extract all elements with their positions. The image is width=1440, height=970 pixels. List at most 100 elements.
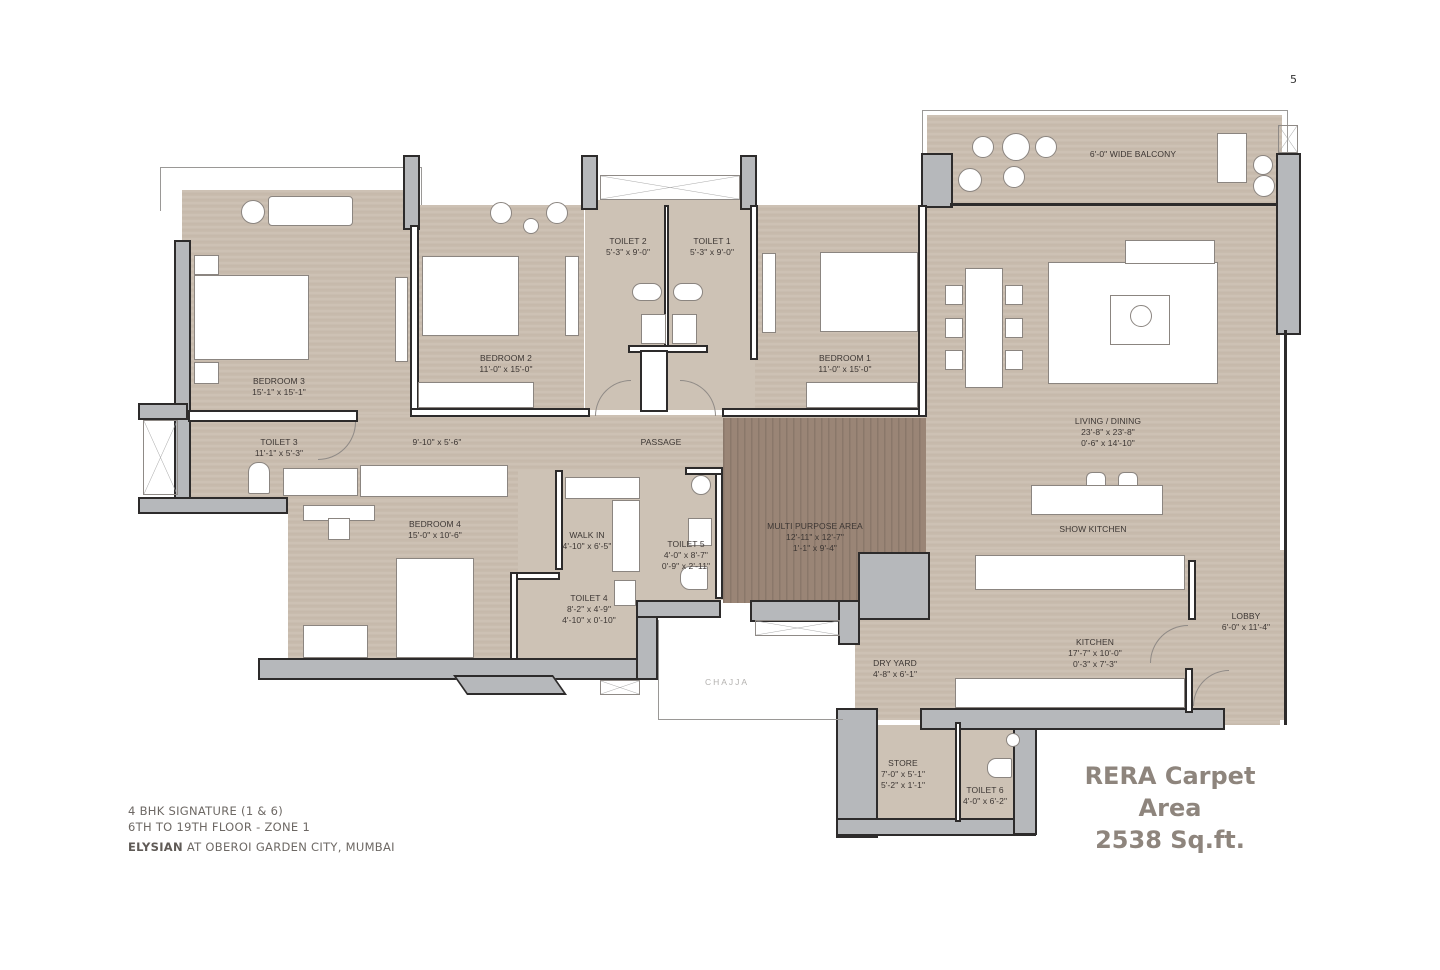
- room-dimension: 5'-3" x 9'-0": [605, 247, 651, 257]
- room-name: CHAJJA: [704, 677, 750, 687]
- kitchen-bottom-wall: [920, 708, 1225, 730]
- balcony-rail: [950, 203, 1278, 206]
- side-table: [241, 200, 265, 224]
- window-x-box: [600, 680, 640, 695]
- room-name: LIVING / DINING: [1074, 416, 1142, 426]
- balcony-table: [1002, 133, 1030, 161]
- dining-chair: [1005, 285, 1023, 305]
- floor-range: 6TH TO 19TH FLOOR - ZONE 1: [128, 820, 311, 834]
- room-label-toilet6: TOILET 6 4'-0" x 6'-2": [963, 785, 1007, 807]
- partition: [1185, 668, 1193, 713]
- sink: [614, 580, 636, 606]
- project-location: AT OBEROI GARDEN CITY, MUMBAI: [182, 840, 395, 854]
- nightstand: [194, 362, 219, 384]
- window-x-box: [143, 420, 178, 495]
- room-name: PASSAGE: [640, 437, 682, 447]
- walkin-shelf: [612, 500, 640, 572]
- bed: [194, 275, 309, 360]
- bar-stool: [1086, 472, 1106, 486]
- sink: [688, 518, 712, 546]
- room-label-living-dining: LIVING / DINING 23'-8" x 23'-8" 0'-6" x …: [1075, 416, 1141, 449]
- column-wall: [921, 153, 953, 208]
- room-label-bedroom1: BEDROOM 1 11'-0" x 15'-0": [818, 353, 871, 375]
- walkin-shelf: [565, 477, 640, 499]
- tv-unit: [395, 277, 408, 362]
- room-dimension: 7'-0" x 5'-1": [880, 769, 926, 779]
- chair: [328, 518, 350, 540]
- left-ledge-wall: [138, 403, 188, 420]
- column-wall: [1276, 153, 1301, 335]
- room-label-toilet3: TOILET 3 11'-1" x 5'-3": [255, 437, 303, 459]
- room-label-multipurpose: MULTI PURPOSE AREA 12'-11" x 12'-7" 1'-1…: [767, 521, 863, 554]
- room-name: TOILET 6: [966, 785, 1004, 795]
- side-table: [523, 218, 539, 234]
- room-label-toilet5: TOILET 5 4'-0" x 8'-7" 0'-9" x 2'-11": [662, 539, 710, 572]
- partition: [628, 345, 708, 353]
- room-name: LOBBY: [1231, 611, 1261, 621]
- room-name: KITCHEN: [1075, 637, 1114, 647]
- room-name: WALK IN: [569, 530, 605, 540]
- partition: [555, 470, 563, 570]
- chair: [546, 202, 568, 224]
- dining-chair: [945, 285, 963, 305]
- store-wall: [836, 818, 1036, 836]
- toilet-wc: [987, 758, 1012, 778]
- dining-chair: [945, 318, 963, 338]
- plant: [1253, 175, 1275, 197]
- partition: [722, 408, 926, 417]
- sink: [672, 314, 697, 344]
- room-name: TOILET 2: [609, 236, 647, 246]
- room-dimension: 23'-8" x 23'-8": [1081, 427, 1135, 437]
- room-dimension: 11'-0" x 15'-0": [818, 364, 872, 374]
- room-dimension: 8'-2" x 4'-9": [566, 604, 612, 614]
- bed: [422, 256, 519, 336]
- tv-unit: [565, 256, 579, 336]
- rera-title: RERA Carpet Area: [1084, 762, 1256, 822]
- toilet-wc: [680, 566, 708, 590]
- room-name: BEDROOM 4: [409, 519, 461, 529]
- bed: [820, 252, 918, 332]
- bedroom-sill-outline: [160, 167, 422, 211]
- room-dimension: 5'-3" x 9'-0": [689, 247, 735, 257]
- left-ledge-wall: [138, 497, 288, 514]
- partition: [918, 205, 927, 417]
- store-wall: [836, 708, 878, 838]
- room-label-store: STORE 7'-0" x 5'-1" 5'-2" x 1'-1": [881, 758, 925, 791]
- room-label-toilet1: TOILET 1 5'-3" x 9'-0": [690, 236, 734, 258]
- room-dimension: 17'-7" x 10'-0": [1068, 648, 1122, 658]
- balcony-floor: [927, 115, 1282, 205]
- kitchen-wall: [858, 552, 930, 620]
- bed: [396, 558, 474, 658]
- wardrobe: [418, 382, 534, 408]
- room-label-show-kitchen: SHOW KITCHEN: [1059, 524, 1126, 535]
- room-label-dry-yard: DRY YARD 4'-8" x 6'-1": [873, 658, 917, 680]
- bar-stool: [1118, 472, 1138, 486]
- toilet-wc: [248, 462, 270, 494]
- project-name: ELYSIAN AT OBEROI GARDEN CITY, MUMBAI: [128, 839, 395, 855]
- room-label-chajja: CHAJJA: [705, 677, 749, 688]
- partition: [640, 350, 668, 412]
- plant: [958, 168, 982, 192]
- balcony-chair: [1035, 136, 1057, 158]
- toilet5-wall: [636, 600, 721, 618]
- column-wall: [581, 155, 598, 210]
- toilet-wc: [673, 283, 703, 301]
- bench-seat: [360, 465, 508, 497]
- nightstand: [194, 255, 219, 275]
- room-dimension: 11'-1" x 5'-3": [254, 448, 304, 458]
- room-name: TOILET 4: [570, 593, 608, 603]
- chair: [490, 202, 512, 224]
- partition: [188, 410, 358, 422]
- balcony-chair: [1003, 166, 1025, 188]
- rera-area-value: 2538 Sq.ft.: [1095, 826, 1245, 854]
- rera-carpet-area: RERA Carpet Area 2538 Sq.ft.: [1050, 760, 1290, 856]
- room-dimension: 4'-10" x 0'-10": [562, 615, 616, 625]
- room-dimension: 0'-3" x 7'-3": [1072, 659, 1118, 669]
- room-dimension: 4'-8" x 6'-1": [872, 669, 918, 679]
- dining-table: [965, 268, 1003, 388]
- bottom-angled-wall: [452, 675, 568, 695]
- room-name: STORE: [888, 758, 918, 768]
- room-dimension: 4'-10" x 6'-5": [562, 541, 612, 551]
- room-dimension: 5'-2" x 1'-1": [880, 780, 926, 790]
- room-dimension: 0'-9" x 2'-11": [661, 561, 711, 571]
